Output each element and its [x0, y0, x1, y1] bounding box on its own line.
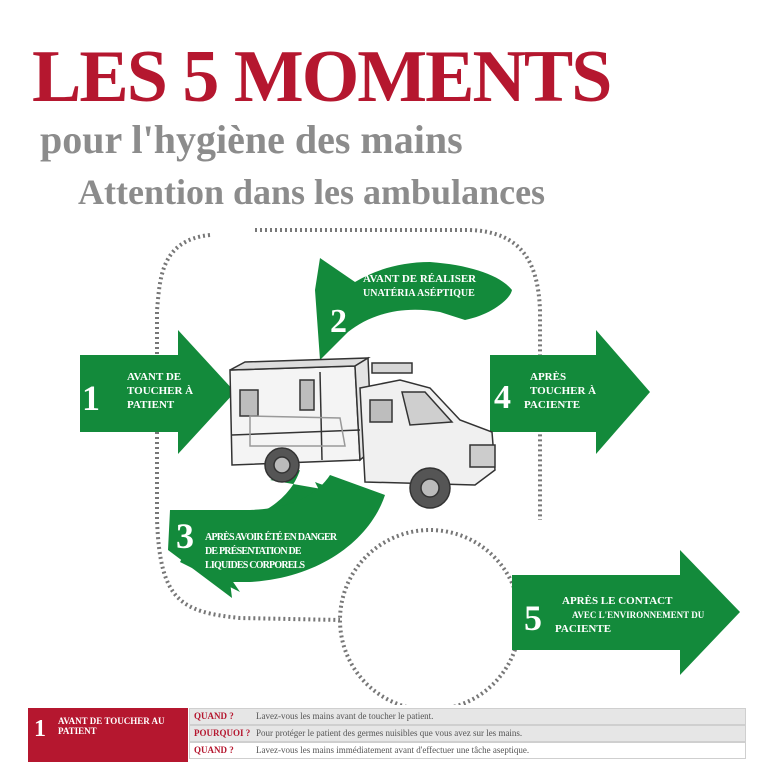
table-moment-1-label: AVANT DE TOUCHER AU PATIENT	[58, 716, 165, 736]
moment-4-line-3: PACIENTE	[524, 399, 580, 411]
moment-3-line-3: LIQUIDES CORPORELS	[205, 560, 305, 571]
table-row: QUAND ? Lavez-vous les mains immédiateme…	[189, 742, 746, 759]
moment-1-line-1: AVANT DE	[127, 371, 181, 383]
ambulance-illustration	[229, 356, 496, 509]
environment-zone-circle	[338, 528, 522, 705]
table-key: QUAND ?	[194, 711, 234, 721]
moment-5-number: 5	[524, 598, 542, 638]
moment-3-line-1: APRÈS AVOIR ÉTÉ EN DANGER	[205, 531, 338, 543]
table-row: POURQUOI ? Pour protéger le patient des …	[189, 725, 746, 742]
moment-4-line-1: APRÈS	[530, 371, 566, 383]
five-moments-diagram: 1 AVANT DE TOUCHER À PATIENT 2 AVANT DE …	[80, 228, 740, 705]
moment-2-line-1: AVANT DE RÉALISER	[363, 273, 477, 285]
moment-4-line-2: TOUCHER À	[530, 385, 596, 397]
moment-1-number: 1	[82, 378, 100, 418]
moment-4-number: 4	[494, 379, 511, 416]
moment-1-arrow	[80, 330, 235, 454]
moment-5-line-2: AVEC L'ENVIRONNEMENT DU	[572, 610, 705, 620]
page-subtitle: pour l'hygiène des mains	[40, 117, 463, 162]
moment-1-line-2: TOUCHER À	[127, 385, 193, 397]
patient-zone-outline	[155, 228, 542, 622]
moment-5-line-3: PACIENTE	[555, 623, 611, 635]
table-key: QUAND ?	[194, 745, 234, 755]
page-subtitle-ambulance: Attention dans les ambulances	[78, 172, 546, 212]
moment-1-line-3: PATIENT	[127, 399, 175, 411]
table-value: Lavez-vous les mains avant de toucher le…	[256, 711, 434, 721]
moment-3-line-2: DE PRÉSENTATION DE	[205, 545, 302, 557]
moment-5-arrow	[512, 550, 740, 675]
moment-2-arrow	[315, 258, 512, 360]
table-key: POURQUOI ?	[194, 728, 251, 738]
moment-5-line-1: APRÈS LE CONTACT	[562, 595, 673, 607]
moment-4-arrow	[490, 330, 650, 454]
moment-2-line-2: UNATÉRIA ASÉPTIQUE	[363, 287, 475, 299]
table-moment-1-number: 1	[34, 716, 46, 742]
page-title: LES 5 MOMENTS	[32, 36, 612, 118]
table-row: QUAND ? Lavez-vous les mains avant de to…	[189, 708, 746, 725]
table-value: Pour protéger le patient des germes nuis…	[256, 728, 523, 738]
table-moment-1-cell: 1 AVANT DE TOUCHER AU PATIENT	[28, 708, 188, 762]
moment-2-number: 2	[330, 303, 347, 340]
table-value: Lavez-vous les mains immédiatement avant…	[256, 745, 530, 755]
moment-3-number: 3	[176, 516, 194, 556]
